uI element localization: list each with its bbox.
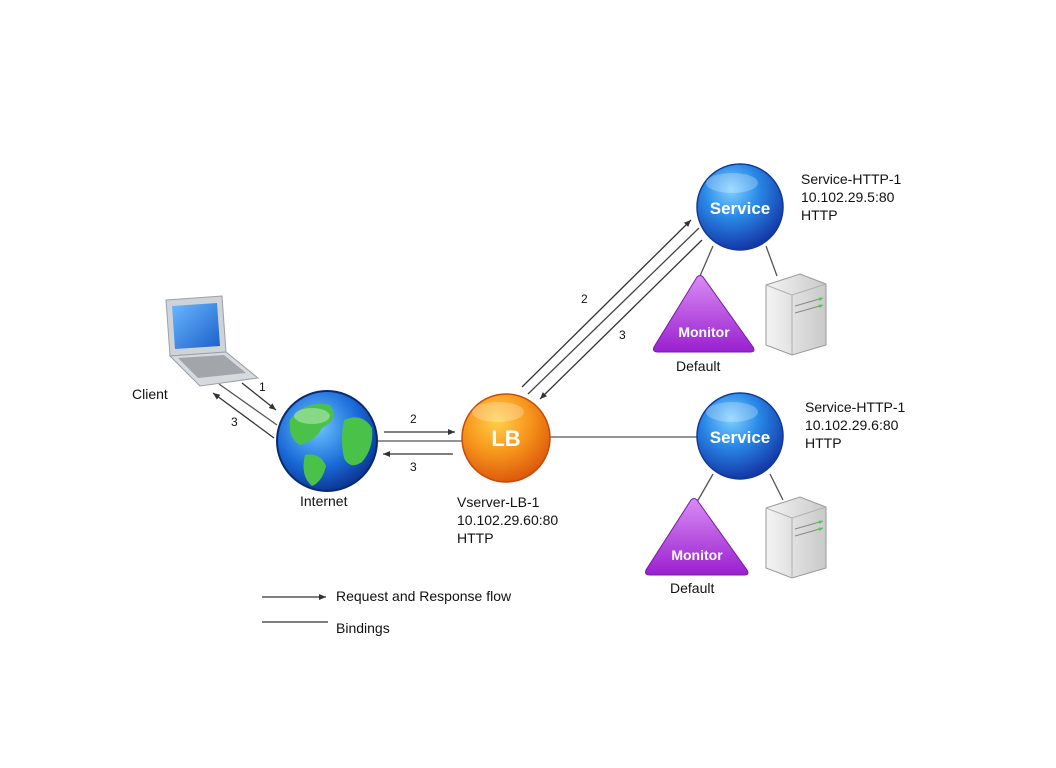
- monitor-2-label: Default: [670, 580, 715, 596]
- binding-service1-server: [765, 245, 778, 277]
- step-client-to-internet: 1: [259, 380, 266, 394]
- binding-service2-server: [769, 473, 784, 501]
- service-node-1[interactable]: Service: [696, 163, 784, 251]
- service-2-protocol: HTTP: [805, 435, 842, 451]
- monitor-node-1[interactable]: Monitor: [653, 275, 755, 353]
- service-1-info: Service-HTTP-1 10.102.29.5:80 HTTP: [801, 170, 901, 224]
- service-2-info: Service-HTTP-1 10.102.29.6:80 HTTP: [805, 398, 905, 452]
- lb-badge: LB: [491, 426, 520, 451]
- lb-protocol: HTTP: [457, 530, 494, 546]
- binding-service2-monitor: [696, 473, 714, 503]
- arrow-client-to-internet: [241, 382, 277, 411]
- binding-service1-monitor: [699, 245, 714, 277]
- service-1-address: 10.102.29.5:80: [801, 189, 895, 205]
- server-icon-2[interactable]: [765, 496, 827, 579]
- globe-icon[interactable]: [276, 390, 378, 492]
- lb-name: Vserver-LB-1: [457, 494, 540, 510]
- monitor-1-badge: Monitor: [678, 324, 730, 340]
- monitor-1-label: Default: [676, 358, 721, 374]
- client-label: Client: [132, 386, 168, 402]
- step-lb-to-internet: 3: [410, 460, 417, 474]
- monitor-node-2[interactable]: Monitor: [645, 498, 749, 576]
- internet-label: Internet: [300, 493, 348, 509]
- step-lb-to-service: 2: [581, 292, 588, 306]
- legend-flow-label: Request and Response flow: [336, 588, 512, 604]
- step-internet-to-client: 3: [231, 415, 238, 429]
- lb-node[interactable]: LB: [461, 393, 551, 483]
- arrow-lb-to-service1: [521, 219, 692, 388]
- lb-info: Vserver-LB-1 10.102.29.60:80 HTTP: [457, 493, 558, 547]
- step-service-to-lb: 3: [619, 328, 626, 342]
- binding-lb-service1: [527, 227, 700, 395]
- service-1-name: Service-HTTP-1: [801, 171, 902, 187]
- service-2-address: 10.102.29.6:80: [805, 417, 899, 433]
- service-2-badge: Service: [710, 428, 771, 447]
- arrow-internet-to-client: [212, 392, 275, 439]
- flow-arrows: [212, 219, 703, 457]
- server-icon-1[interactable]: [765, 273, 827, 356]
- binding-lines: [218, 245, 784, 503]
- step-internet-to-lb: 2: [410, 412, 417, 426]
- binding-client-internet: [218, 383, 278, 426]
- lb-address: 10.102.29.60:80: [457, 512, 559, 528]
- laptop-icon[interactable]: [165, 295, 260, 387]
- arrow-service1-to-lb: [539, 239, 703, 400]
- monitor-2-badge: Monitor: [671, 547, 723, 563]
- service-1-badge: Service: [710, 199, 771, 218]
- service-node-2[interactable]: Service: [696, 392, 784, 480]
- legend-bindings-label: Bindings: [336, 620, 390, 636]
- service-1-protocol: HTTP: [801, 207, 838, 223]
- service-2-name: Service-HTTP-1: [805, 399, 906, 415]
